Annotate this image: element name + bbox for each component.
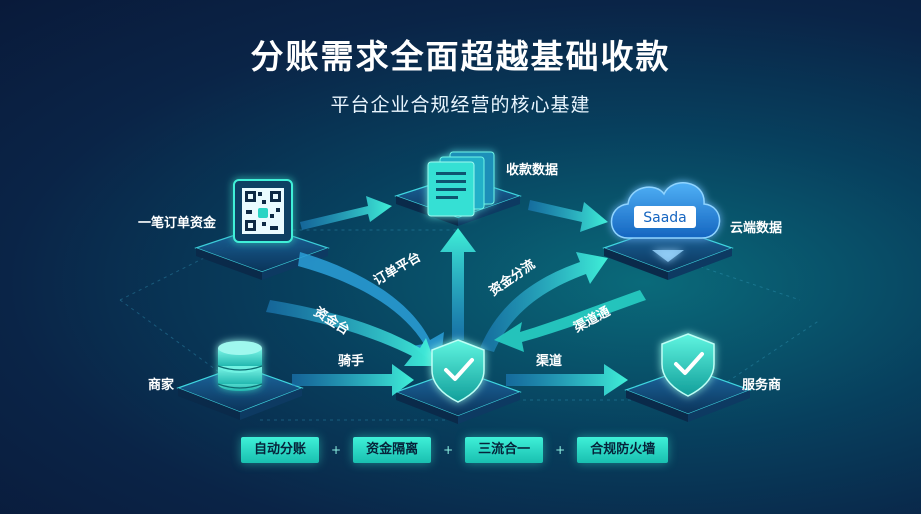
qr-code-icon — [233, 179, 293, 243]
document-stack-icon — [427, 151, 495, 217]
arrow-funds-to-collection — [300, 196, 392, 230]
shield-check-icon-center — [431, 339, 485, 403]
arrow-collection-to-cloud — [528, 200, 608, 232]
shield-check-icon-service — [661, 333, 715, 397]
cloud-logo-text: Saada — [643, 210, 687, 226]
feature-tag: 自动分账 — [241, 437, 320, 463]
arrow-rider — [292, 364, 414, 396]
separator-plus: + — [331, 443, 342, 457]
node-label-cloud-data: 云端数据 — [730, 221, 783, 236]
arrow-fund-platform — [266, 300, 436, 366]
arrow-channel-back — [494, 290, 646, 352]
arrow-center-to-collection — [440, 228, 476, 340]
node-label-merchant: 商家 — [148, 378, 175, 393]
node-label-collection-data: 收款数据 — [506, 163, 559, 178]
node-label-order-funds: 一笔订单资金 — [138, 216, 217, 231]
flow-label-rider: 骑手 — [338, 354, 365, 369]
arrow-channel — [506, 364, 628, 396]
database-icon — [217, 341, 263, 391]
arrow-fund-split-curve — [480, 252, 608, 352]
feature-tag: 合规防火墙 — [577, 437, 669, 463]
feature-tag: 三流合一 — [465, 437, 544, 463]
page-subtitle: 平台企业合规经营的核心基建 — [330, 94, 591, 116]
cloud-icon: Saada — [610, 182, 721, 262]
feature-tag-bar: 自动分账 + 资金隔离 + 三流合一 + 合规防火墙 — [241, 437, 669, 463]
feature-tag: 资金隔离 — [353, 437, 432, 463]
separator-plus: + — [555, 443, 566, 457]
separator-plus: + — [443, 443, 454, 457]
flow-label-channel: 渠道 — [536, 354, 563, 369]
node-label-service-provider: 服务商 — [742, 378, 782, 393]
page-title: 分账需求全面超越基础收款 — [250, 37, 671, 76]
